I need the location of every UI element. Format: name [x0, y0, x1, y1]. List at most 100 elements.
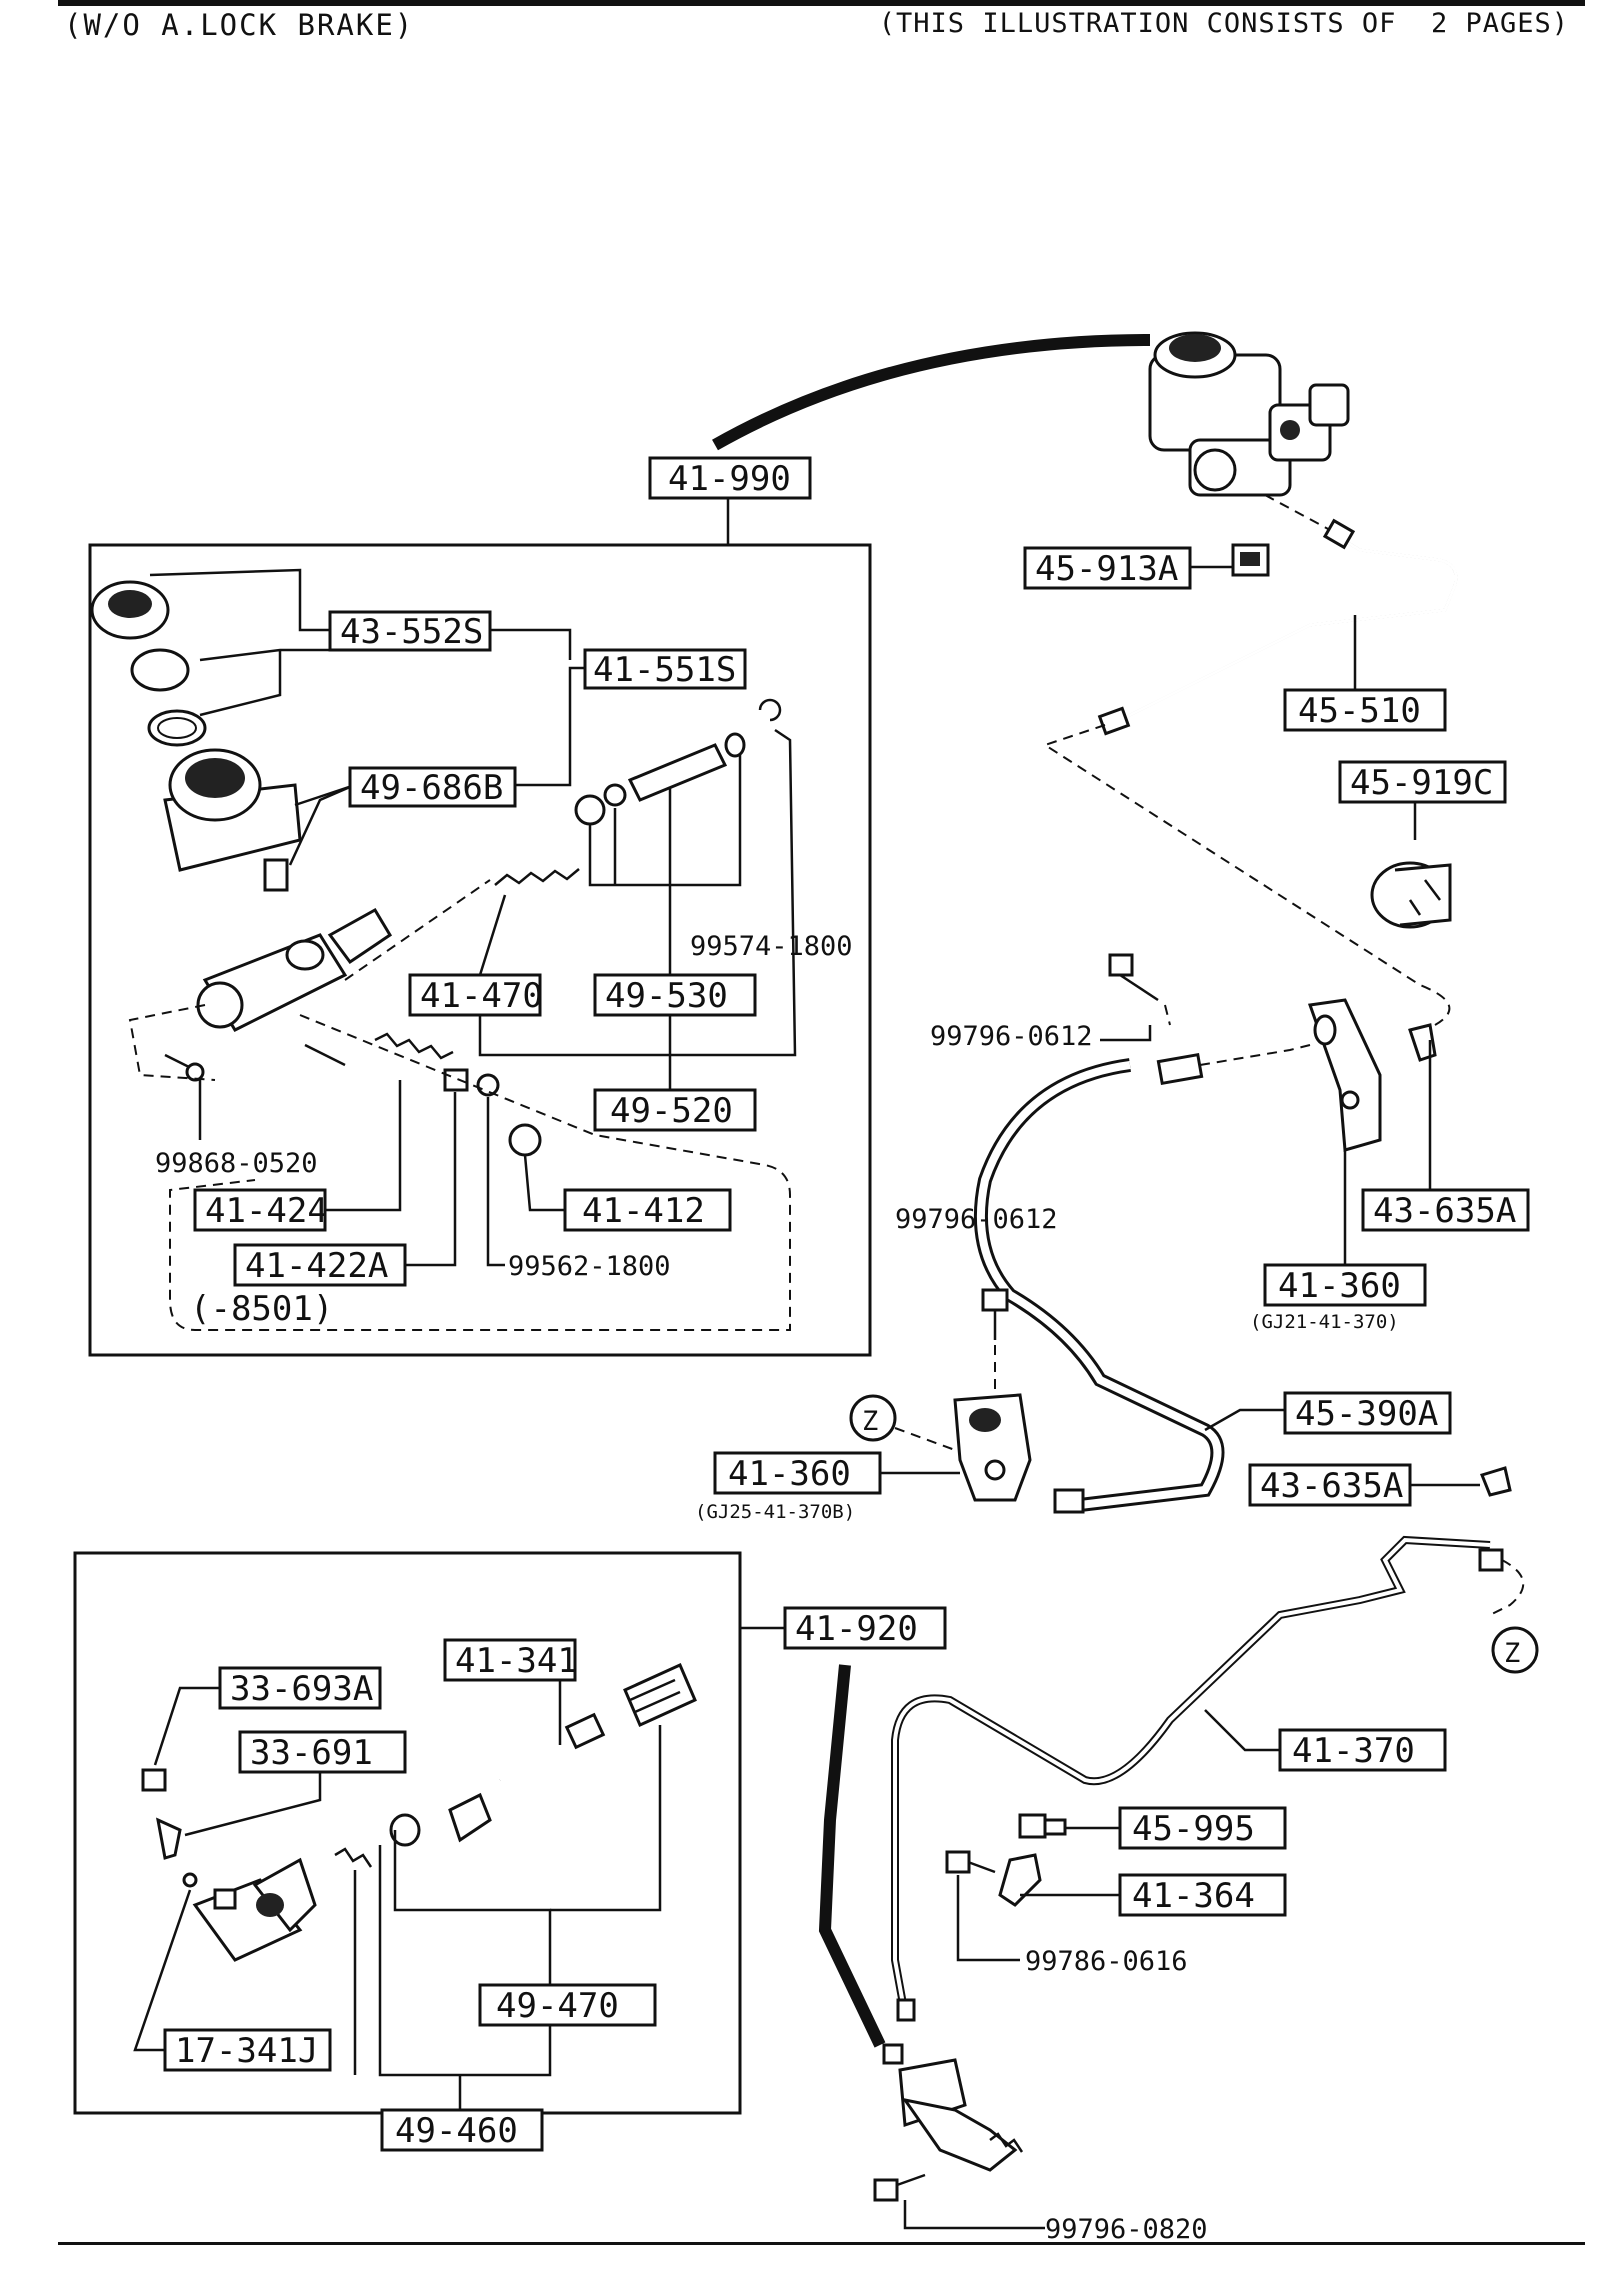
reference-z-circle-lower [1491, 1626, 1539, 1674]
label-49-470: 49-470 [496, 1986, 619, 2026]
label-43-635a-upper: 43-635A [1373, 1191, 1516, 1231]
label-41-360-upper: 41-360 [1278, 1266, 1401, 1306]
clip-45-913a [1231, 543, 1270, 577]
brake-pipe-45-510 [1097, 518, 1458, 736]
reference-z-circle-upper [849, 1394, 897, 1442]
callout-box-49-460 [380, 2108, 544, 2152]
bolt-99796-0612-upper [1108, 953, 1159, 1002]
pushrod-drawing [498, 1712, 606, 1783]
label-17-341j: 17-341J [175, 2031, 318, 2071]
callout-box-41-424 [193, 1188, 327, 1232]
release-cylinder-installed [882, 2043, 1024, 2172]
label-41-412: 41-412 [582, 1191, 705, 1231]
pointer-stroke-41-990 [712, 334, 1151, 451]
bracket-41-360-lower [953, 1393, 1032, 1502]
callout-box-49-470 [478, 1983, 657, 2027]
label-41-424: 41-424 [205, 1191, 328, 1231]
label-z-lower: Z [1504, 1638, 1520, 1669]
piston-parts-drawing [304, 698, 782, 1157]
callout-box-43-635a-upper [1361, 1188, 1530, 1232]
pointer-stroke-41-920 [818, 1664, 886, 2048]
label-45-995: 45-995 [1132, 1809, 1255, 1849]
bleeder-cap-drawing [141, 1768, 167, 1792]
callout-box-45-995 [1118, 1806, 1287, 1850]
reservoir-cap-parts [90, 580, 207, 747]
callout-box-33-693a [218, 1666, 382, 1710]
clip-43-635a-lower [1480, 1466, 1512, 1497]
bracket-41-360-upper [1307, 998, 1382, 1152]
label-43-552s: 43-552S [340, 612, 483, 652]
boot-drawing [623, 1663, 697, 1890]
callout-box-49-530 [593, 973, 757, 1017]
label-33-691: 33-691 [250, 1733, 373, 1773]
label-41-422a: 41-422A [245, 1246, 388, 1286]
callout-box-43-635a-lower [1248, 1463, 1412, 1507]
bolt-99796-0612-lower [981, 1288, 1009, 1340]
callout-box-41-364 [1118, 1873, 1287, 1917]
cylinder-body-drawing [196, 907, 393, 1032]
callout-box-41-412 [563, 1188, 732, 1232]
label-99796-0612-lower: 99796-0612 [895, 1204, 1058, 1235]
label-99786-0616: 99786-0616 [1025, 1946, 1188, 1977]
label-41-360-upper-sub: (GJ21-41-370) [1250, 1311, 1399, 1333]
label-8501-note: (-8501) [190, 1289, 333, 1329]
label-49-686b: 49-686B [360, 768, 503, 808]
label-41-360-lower-sub: (GJ25-41-370B) [695, 1501, 855, 1523]
detail-frame-master-cylinder [88, 543, 872, 1357]
label-99796-0612-upper: 99796-0612 [930, 1021, 1093, 1052]
flexible-hose-45-390a [973, 1052, 1225, 1514]
label-33-693a: 33-693A [230, 1669, 373, 1709]
callout-box-45-510 [1283, 688, 1447, 732]
label-99796-0820: 99796-0820 [1045, 2214, 1208, 2245]
label-45-390a: 45-390A [1295, 1394, 1438, 1434]
label-41-990: 41-990 [668, 459, 791, 499]
label-45-913a: 45-913A [1035, 549, 1178, 589]
bolt-99796-0820 [873, 2173, 926, 2202]
top-rule [58, 0, 1585, 6]
bottom-rule [58, 2242, 1585, 2245]
callout-box-41-370 [1278, 1728, 1447, 1772]
clip-41-364 [998, 1853, 1042, 1907]
label-41-920: 41-920 [795, 1609, 918, 1649]
bleeder-screw-drawing [156, 1817, 182, 1860]
label-41-360-lower: 41-360 [728, 1454, 851, 1494]
callout-box-49-520 [593, 1088, 757, 1132]
label-49-530: 49-530 [605, 976, 728, 1016]
piston-drawing [334, 1792, 492, 1868]
label-43-635a-lower: 43-635A [1260, 1466, 1403, 1506]
label-49-460: 49-460 [395, 2111, 518, 2151]
label-49-520: 49-520 [610, 1091, 733, 1131]
callout-box-49-686b [348, 766, 517, 808]
label-99868-0520: 99868-0520 [155, 1148, 318, 1179]
callout-box-45-390a [1283, 1391, 1452, 1435]
brake-pipe-41-370 [891, 1535, 1504, 2022]
label-99562-1800: 99562-1800 [508, 1251, 671, 1282]
callout-box-17-341j [163, 2028, 332, 2072]
bolt-99786-0616 [945, 1850, 996, 1874]
label-45-510: 45-510 [1298, 691, 1421, 731]
grommet-45-919c [1370, 861, 1452, 929]
header-right-note: (THIS ILLUSTRATION CONSISTS OF 2 PAGES) [878, 8, 1569, 39]
master-cylinder-drawing [1148, 331, 1350, 497]
label-z-upper: Z [862, 1406, 878, 1437]
callout-box-41-990 [648, 456, 812, 500]
callout-box-41-341 [443, 1638, 577, 1682]
header-left-note: (W/O A.LOCK BRAKE) [64, 8, 415, 42]
label-45-919c: 45-919C [1350, 763, 1493, 803]
label-41-551s: 41-551S [593, 650, 736, 690]
callout-box-41-360-upper [1263, 1263, 1427, 1307]
label-41-370: 41-370 [1292, 1731, 1415, 1771]
release-cylinder-body [182, 1857, 317, 1962]
callout-box-33-691 [238, 1730, 407, 1774]
callout-box-41-470 [408, 973, 542, 1017]
label-99574-1800: 99574-1800 [690, 931, 853, 962]
label-41-364: 41-364 [1132, 1876, 1255, 1916]
reservoir-drawing [163, 748, 302, 892]
callout-box-45-919c [1338, 760, 1507, 804]
callout-box-41-551s [583, 648, 747, 690]
union-bolt-45-995 [1018, 1813, 1067, 1839]
label-41-341: 41-341 [455, 1641, 578, 1681]
label-41-470: 41-470 [420, 976, 543, 1016]
callout-box-41-920 [783, 1606, 947, 1650]
